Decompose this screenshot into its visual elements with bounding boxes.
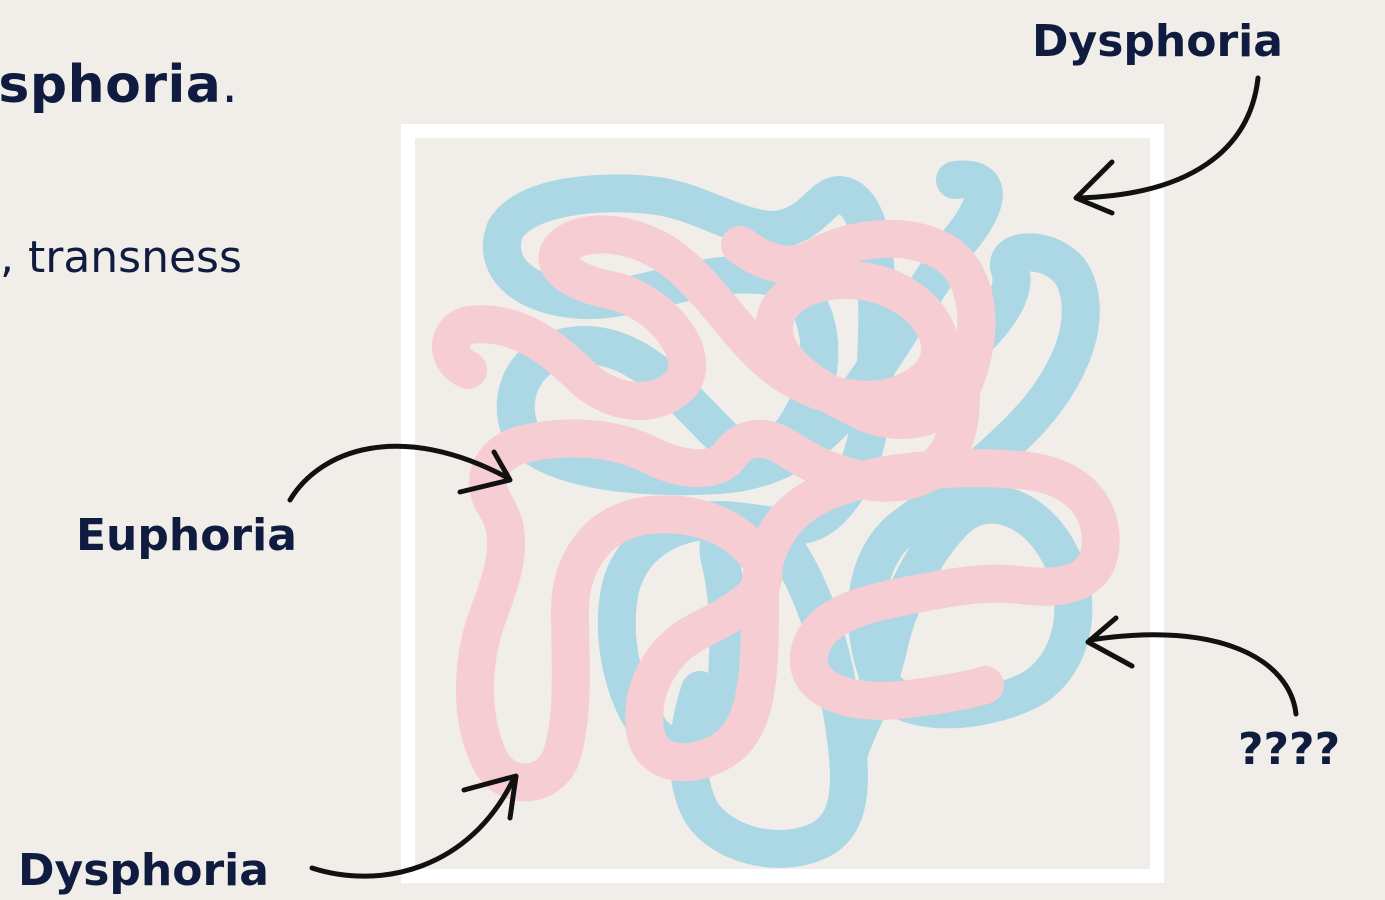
arrowhead-question: [1088, 618, 1132, 666]
label-euphoria: Euphoria: [76, 510, 297, 561]
arrow-question: [1090, 635, 1296, 714]
arrowhead-top-right: [1076, 162, 1112, 213]
label-question-marks: ????: [1238, 724, 1340, 775]
annotation-arrows: [290, 78, 1296, 876]
label-dysphoria-bottom: Dysphoria: [18, 845, 269, 896]
label-dysphoria-top: Dysphoria: [1032, 16, 1283, 67]
